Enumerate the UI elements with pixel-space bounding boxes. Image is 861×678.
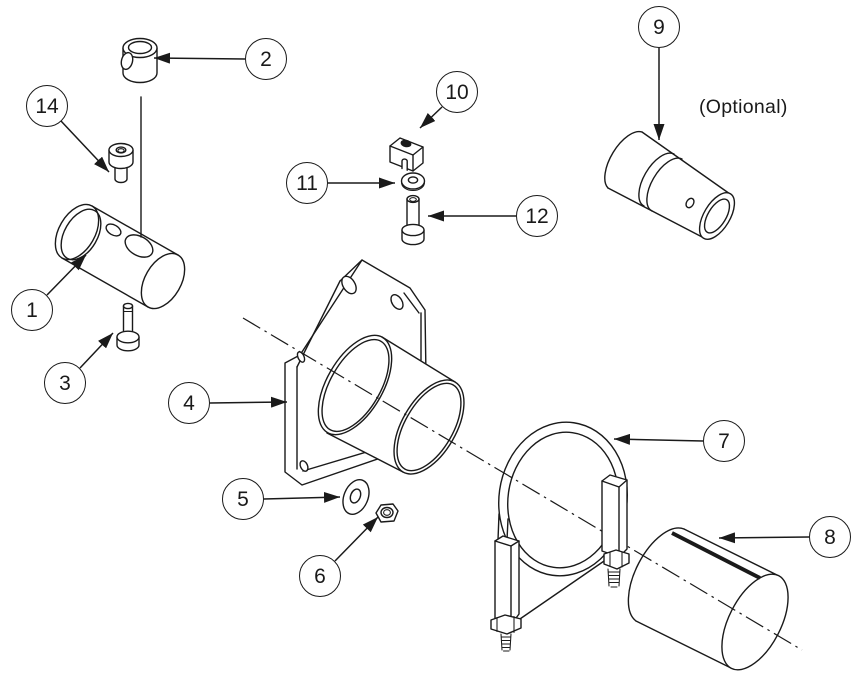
callout-4: 4 (168, 382, 210, 424)
callout-9: 9 (638, 6, 680, 48)
part-4-hole-top-right (390, 294, 404, 310)
callout-7-number: 7 (718, 429, 730, 453)
leader-arrow-14 (60, 120, 110, 173)
part-10-notch (401, 158, 408, 171)
leader-arrow-7 (613, 433, 704, 445)
callout-11: 11 (286, 162, 328, 204)
part-9-band-1 (638, 152, 675, 207)
leader-arrow-3 (79, 332, 114, 369)
callout-1: 1 (11, 289, 53, 331)
callout-1-number: 1 (26, 298, 38, 322)
part-4-flange-drawing (284, 259, 465, 486)
callout-14-number: 14 (35, 94, 59, 118)
part-9-band-2 (646, 157, 683, 212)
part-9-closed-end (604, 130, 643, 189)
callout-3-number: 3 (59, 371, 71, 395)
part-10-clamp-block-drawing (389, 137, 424, 172)
callout-5: 5 (222, 478, 264, 520)
callout-12: 12 (516, 195, 558, 237)
part-8-closed-end (627, 527, 685, 622)
part-7-saddle-edge (516, 558, 608, 622)
part-9-body (608, 132, 730, 238)
callout-8: 8 (809, 516, 851, 558)
callout-10: 10 (436, 71, 478, 113)
callout-10-number: 10 (445, 80, 469, 104)
callout-2-number: 2 (260, 47, 272, 71)
leader-arrow-8 (718, 532, 810, 544)
leader-arrow-4 (209, 396, 288, 408)
part-4-hole-left (296, 351, 306, 363)
part-7-left-sleeve (494, 535, 520, 626)
part-14-screw-drawing (108, 142, 134, 184)
part-7-left-nut (490, 614, 522, 635)
callout-6-number: 6 (314, 564, 326, 588)
callout-11-number: 11 (296, 171, 318, 195)
part-12-screw-drawing (401, 194, 425, 246)
callout-4-number: 4 (183, 391, 195, 415)
part-8-slotted-cylinder-drawing (627, 527, 789, 671)
callout-8-number: 8 (824, 525, 836, 549)
callout-9-number: 9 (653, 15, 665, 39)
part-9-open-end (698, 192, 736, 240)
part-1-mount-tube-drawing (54, 203, 186, 310)
part-7-ubolt-clamp-drawing (490, 421, 630, 652)
callout-7: 7 (703, 420, 745, 462)
part-3-screw-drawing (116, 302, 140, 352)
part-9-vent-hole (685, 197, 695, 209)
part-4-tube-open-end (393, 379, 465, 475)
part-8-slot (671, 531, 761, 580)
leader-arrow-5 (263, 491, 341, 503)
part-11-washer-drawing (400, 172, 426, 191)
leader-arrow-1 (46, 254, 87, 296)
part-1-large-hole (124, 234, 154, 258)
callout-14: 14 (26, 85, 68, 127)
part-7-right-nut (603, 549, 630, 570)
callout-2: 2 (245, 38, 287, 80)
optional-label: (Optional) (699, 96, 788, 118)
part-6-hex-nut-drawing (375, 503, 399, 523)
part-10-set-hole (400, 139, 412, 148)
part-4-tube-base-rim (317, 334, 393, 436)
part-5-washer-drawing (342, 479, 370, 515)
part-2-side-hole (120, 51, 134, 71)
callout-3: 3 (44, 362, 86, 404)
part-4-tube-body (327, 337, 455, 472)
leader-arrows (46, 48, 810, 562)
part-2-pivot-cylinder-drawing (120, 37, 158, 84)
part-7-right-sleeve (601, 474, 628, 558)
part-1-left-end (54, 203, 100, 261)
part-9-optional-muffler-drawing (604, 130, 736, 240)
callout-12-number: 12 (525, 204, 549, 228)
part-4-hole-bottom (299, 460, 309, 472)
callout-5-number: 5 (237, 487, 249, 511)
part-1-small-hole (105, 223, 122, 237)
leader-arrow-10 (419, 106, 443, 129)
leader-arrow-2 (153, 52, 246, 64)
part-4-hole-top-left (341, 275, 357, 295)
callout-6: 6 (299, 555, 341, 597)
assembly-centerline (242, 317, 803, 651)
leader-arrow-6 (334, 516, 379, 562)
